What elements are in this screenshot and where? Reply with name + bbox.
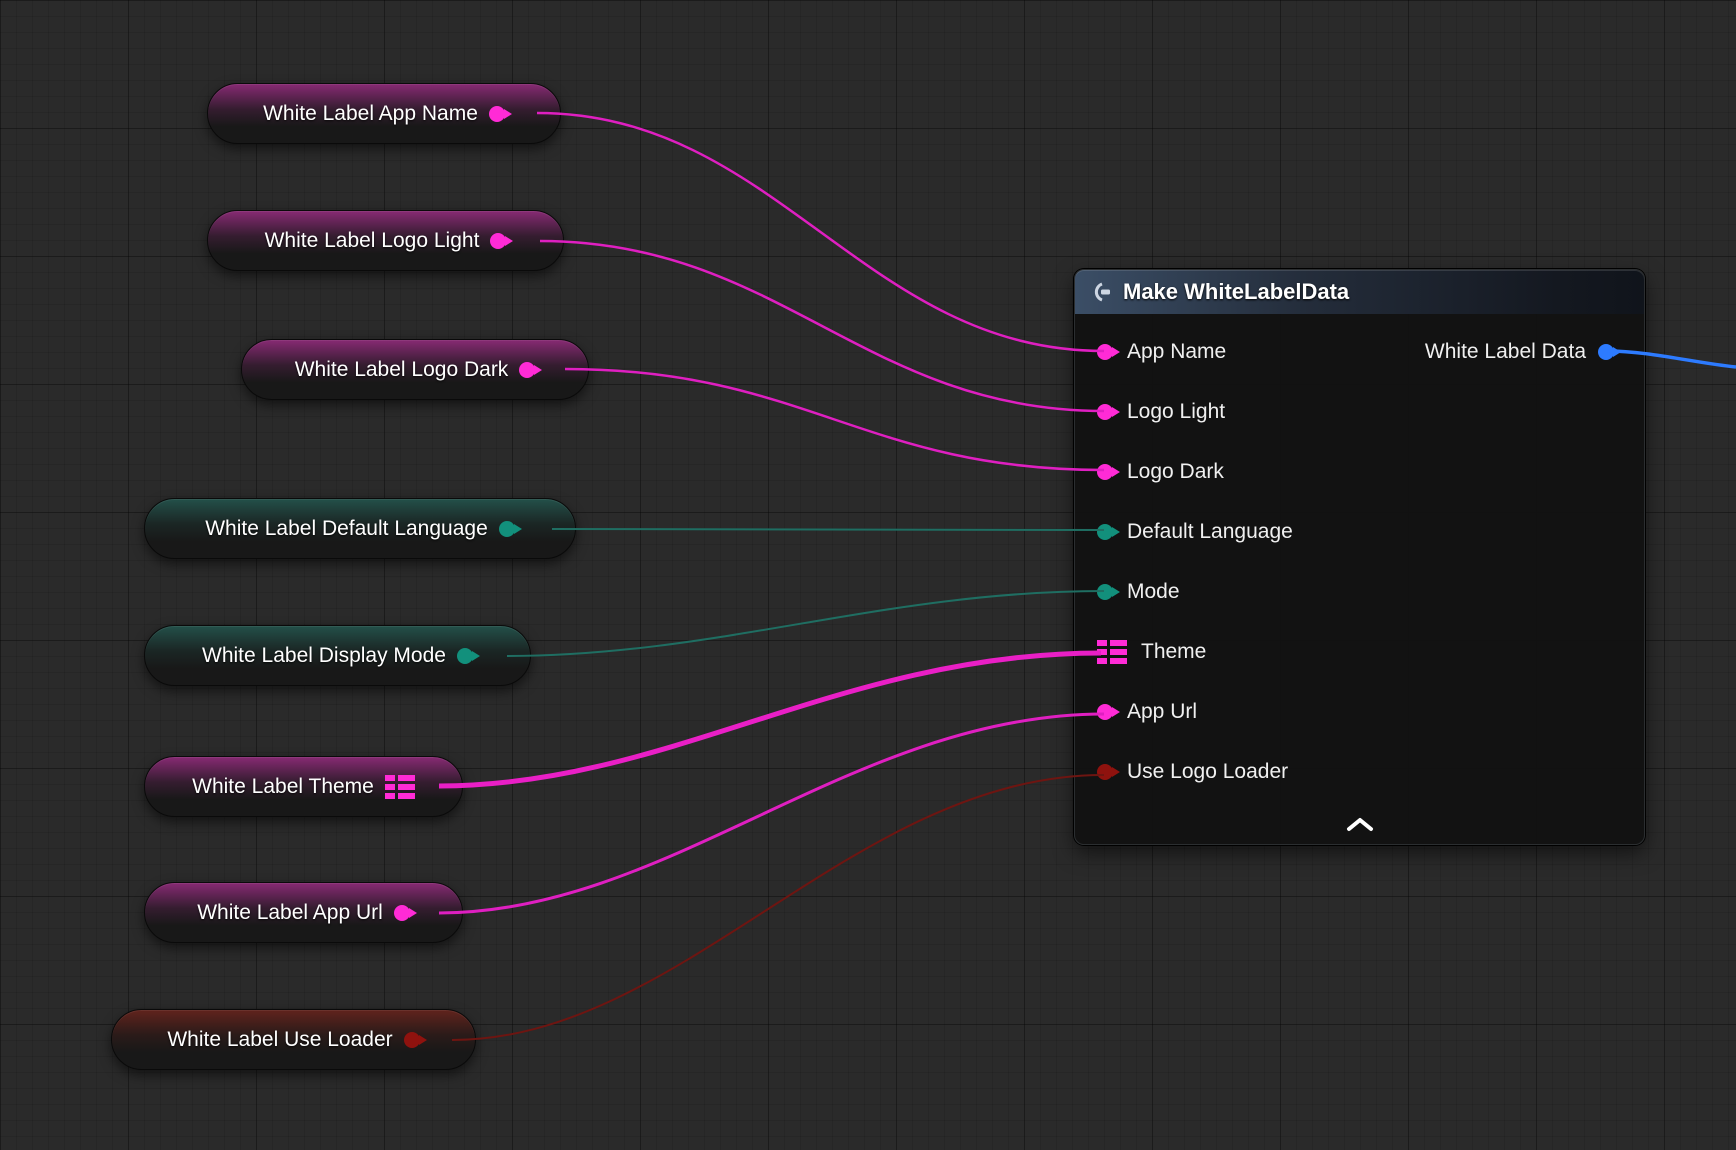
input-pin-row-app-url[interactable]: App Url — [1075, 682, 1644, 742]
string-input-pin-icon[interactable] — [1097, 704, 1120, 720]
string-input-pin-icon[interactable] — [1097, 464, 1120, 480]
variable-node-label: White Label Display Mode — [202, 643, 446, 667]
input-pin-row-mode[interactable]: Mode — [1075, 562, 1644, 622]
enum-output-pin-icon[interactable] — [498, 520, 522, 537]
input-pin-row-default-language[interactable]: Default Language — [1075, 502, 1644, 562]
input-pin-row-theme[interactable]: Theme — [1075, 622, 1644, 682]
input-pin-row-logo-light[interactable]: Logo Light — [1075, 382, 1644, 442]
wire-default-language[interactable] — [551, 528, 1105, 531]
enum-input-pin-icon[interactable] — [1097, 584, 1120, 600]
input-pin-label: Theme — [1141, 640, 1207, 663]
wire-logo-dark[interactable] — [564, 367, 1105, 472]
variable-node-label: White Label Default Language — [205, 516, 488, 540]
wire-logo-light[interactable] — [539, 239, 1105, 413]
variable-node-label: White Label App Url — [197, 900, 383, 924]
make-struct-icon — [1089, 280, 1113, 304]
input-pin-label: App Name — [1127, 340, 1227, 363]
input-pin-label: Use Logo Loader — [1127, 760, 1289, 783]
variable-node-white-label-logo-dark[interactable]: White Label Logo Dark — [241, 339, 589, 400]
make-node-body: App Name Logo Light Logo Dark Default La… — [1075, 314, 1644, 846]
struct-grid-pin-icon[interactable] — [1097, 640, 1127, 664]
struct-grid-pin-icon[interactable] — [384, 774, 415, 799]
enum-output-pin-icon[interactable] — [456, 647, 480, 664]
make-node-header[interactable]: Make WhiteLabelData — [1075, 270, 1644, 314]
variable-node-white-label-app-url[interactable]: White Label App Url — [144, 882, 463, 943]
variable-node-white-label-app-name[interactable]: White Label App Name — [207, 83, 561, 144]
make-whitelabeldata-node[interactable]: Make WhiteLabelData App Name Logo Light … — [1074, 269, 1645, 845]
string-input-pin-icon[interactable] — [1097, 404, 1120, 420]
variable-node-label: White Label Theme — [192, 774, 374, 798]
make-node-title: Make WhiteLabelData — [1123, 279, 1350, 304]
variable-node-white-label-theme[interactable]: White Label Theme — [144, 756, 463, 817]
struct-output-pin-icon[interactable] — [1598, 344, 1621, 360]
output-pin-label: White Label Data — [1424, 340, 1586, 363]
boolean-output-pin-icon[interactable] — [403, 1031, 427, 1048]
input-pin-label: Logo Dark — [1127, 460, 1224, 483]
input-pin-label: Logo Light — [1127, 400, 1226, 423]
string-output-pin-icon[interactable] — [488, 105, 512, 122]
input-pin-row-logo-dark[interactable]: Logo Dark — [1075, 442, 1644, 502]
output-pin-row-white-label-data[interactable]: White Label Data — [1424, 322, 1621, 382]
enum-input-pin-icon[interactable] — [1097, 524, 1120, 540]
string-output-pin-icon[interactable] — [519, 361, 543, 378]
wire-app-url[interactable] — [438, 712, 1105, 915]
input-pin-row-use-logo-loader[interactable]: Use Logo Loader — [1075, 742, 1644, 802]
boolean-input-pin-icon[interactable] — [1097, 764, 1120, 780]
wire-app-name[interactable] — [536, 111, 1105, 353]
wire-use-loader[interactable] — [451, 774, 1105, 1041]
wire-display-mode[interactable] — [506, 590, 1105, 657]
input-pin-label: Mode — [1127, 580, 1180, 603]
input-pin-label: Default Language — [1127, 520, 1293, 543]
string-output-pin-icon[interactable] — [490, 232, 514, 249]
string-output-pin-icon[interactable] — [393, 904, 417, 921]
variable-node-white-label-default-language[interactable]: White Label Default Language — [144, 498, 576, 559]
variable-node-label: White Label Logo Dark — [294, 357, 509, 381]
variable-node-label: White Label Use Loader — [167, 1027, 393, 1051]
variable-node-label: White Label Logo Light — [264, 228, 480, 252]
variable-node-white-label-display-mode[interactable]: White Label Display Mode — [144, 625, 531, 686]
collapse-row — [1075, 802, 1644, 846]
wire-theme[interactable] — [438, 650, 1102, 789]
variable-node-white-label-use-loader[interactable]: White Label Use Loader — [111, 1009, 476, 1070]
collapse-chevron-icon[interactable] — [1344, 817, 1376, 832]
input-pin-label: App Url — [1127, 700, 1198, 723]
variable-node-white-label-logo-light[interactable]: White Label Logo Light — [207, 210, 564, 271]
string-input-pin-icon[interactable] — [1097, 344, 1120, 360]
variable-node-label: White Label App Name — [263, 101, 478, 125]
